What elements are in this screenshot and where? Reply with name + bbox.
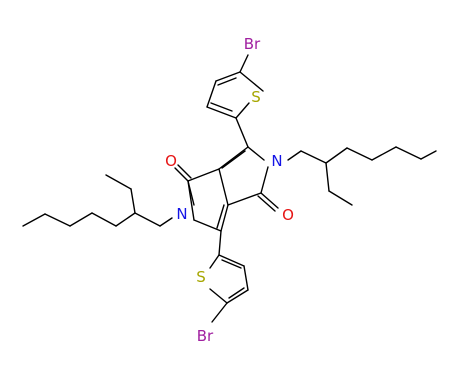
bond-line (209, 254, 220, 269)
bond-line (300, 150, 327, 164)
bond-line (228, 287, 245, 299)
bond-line (159, 217, 173, 227)
bond-line (218, 254, 245, 267)
bond-line (174, 167, 189, 182)
bond-line (211, 302, 228, 323)
bond-line (177, 164, 192, 179)
sulfur-atom-bottom: S (196, 268, 206, 286)
bromine-atom-bottom: Br (197, 327, 214, 345)
bond-line (239, 54, 249, 73)
bond-line (226, 289, 249, 304)
bond-line (325, 147, 348, 164)
bond-line (218, 168, 229, 206)
bond-line (134, 212, 161, 227)
atom-labels: Br S N O O N S Br (165, 35, 294, 345)
bond-line (420, 150, 437, 160)
bond-line (209, 288, 228, 304)
bond-line (218, 146, 249, 170)
bond-line (44, 213, 71, 227)
nitrogen-atom-right: N (271, 152, 282, 170)
bond-line (115, 212, 136, 227)
bond-line (227, 192, 262, 206)
bond-line (220, 204, 229, 232)
nitrogen-atom-left: N (176, 205, 187, 223)
bond-line (187, 168, 220, 182)
bond-line (239, 71, 264, 92)
bond-line (187, 180, 195, 221)
bond-line (206, 106, 237, 119)
bond-line (221, 259, 242, 269)
bond-line (247, 146, 265, 161)
bond-line (218, 230, 222, 256)
bond-line (206, 80, 217, 108)
bond-line (221, 150, 246, 169)
bond-lines (22, 54, 437, 323)
bond-line (328, 190, 353, 206)
bond-line (346, 147, 373, 161)
bromine-atom-top: Br (244, 35, 261, 53)
bond-line (130, 188, 136, 214)
bond-line (287, 150, 302, 161)
bond-line (216, 204, 225, 229)
oxygen-atom-left: O (165, 152, 177, 170)
bond-line (210, 102, 233, 112)
sulfur-atom-top: S (251, 88, 261, 106)
bond-line (325, 162, 330, 192)
bond-line (243, 265, 249, 291)
bond-line (217, 77, 237, 86)
oxygen-atom-right: O (282, 206, 294, 224)
bond-line (235, 117, 249, 148)
bond-line (371, 146, 397, 161)
bond-line (257, 195, 276, 212)
bond-line (193, 219, 222, 232)
bond-line (91, 212, 117, 227)
bond-line (260, 166, 269, 194)
bond-line (260, 192, 279, 209)
bond-line (105, 174, 132, 190)
bond-line (235, 102, 250, 119)
bond-line (215, 71, 241, 82)
bond-line (22, 213, 46, 227)
bond-line (69, 212, 93, 227)
bond-line (395, 146, 422, 160)
